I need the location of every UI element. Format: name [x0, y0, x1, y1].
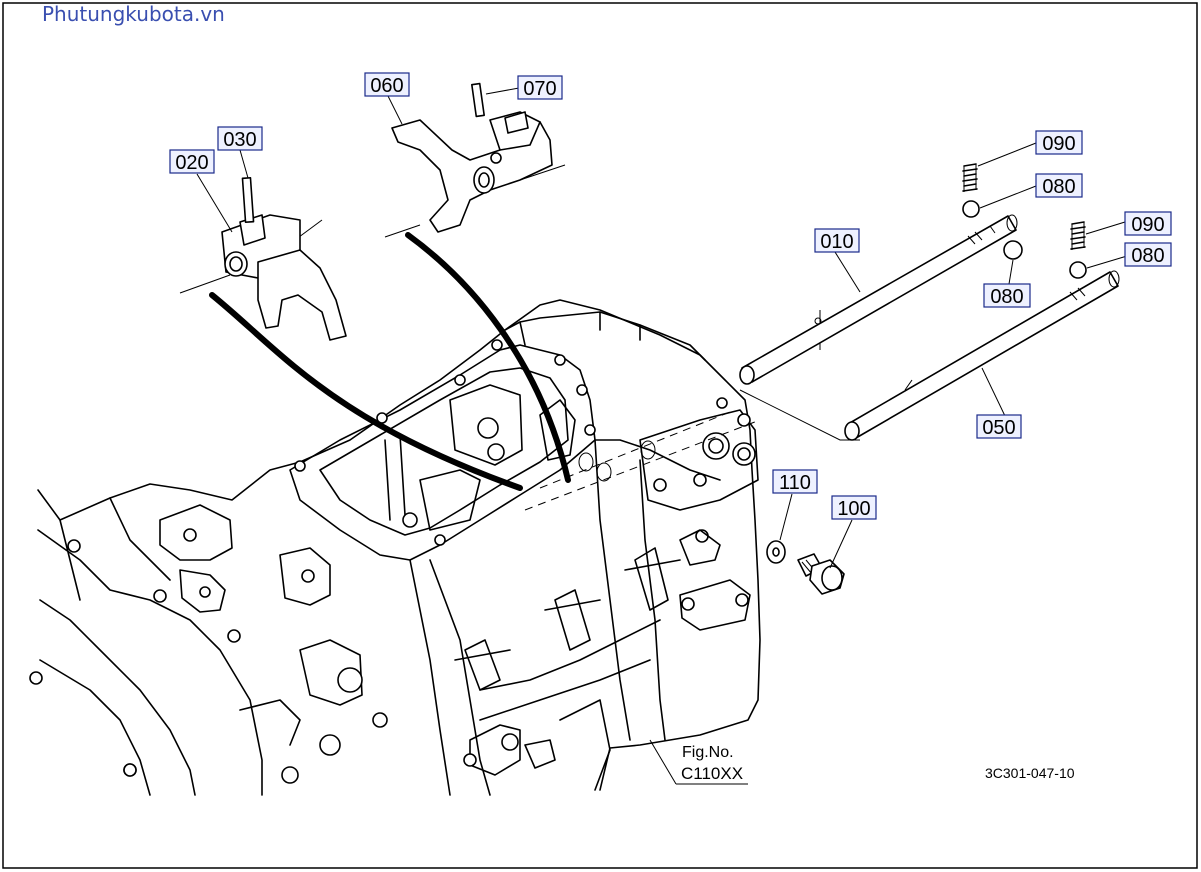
detent-springs-balls	[962, 163, 1087, 279]
callout-010: 010	[814, 228, 860, 253]
watermark: Phutungkubota.vn	[42, 2, 225, 26]
leader-lines	[196, 87, 1128, 785]
label-060: 060	[370, 75, 403, 97]
callout-110: 110	[772, 469, 818, 494]
callout-100: 100	[831, 495, 877, 520]
shift-rod-010	[739, 214, 1018, 385]
callout-050: 050	[976, 414, 1022, 439]
callout-090-b: 090	[1124, 211, 1172, 236]
shift-rod-050	[844, 270, 1120, 441]
callout-060: 060	[364, 72, 410, 97]
callout-080-c: 080	[1124, 242, 1172, 267]
drawing-code: 3C301-047-10	[985, 765, 1075, 781]
assembly-arrows	[209, 232, 571, 491]
callout-090-a: 090	[1035, 130, 1083, 155]
shift-fork-060	[391, 82, 553, 233]
plug-and-washer	[766, 540, 845, 595]
callout-020: 020	[169, 149, 215, 174]
label-080-a: 080	[1042, 176, 1075, 198]
shift-fork-020	[221, 176, 347, 341]
label-080-c: 080	[1131, 245, 1164, 267]
label-090-a: 090	[1042, 133, 1075, 155]
label-030: 030	[223, 129, 256, 151]
transmission-case	[29, 299, 761, 796]
label-070: 070	[523, 78, 556, 100]
callout-080-a: 080	[1035, 173, 1083, 198]
fig-label: Fig.No.	[682, 744, 734, 761]
label-050: 050	[982, 417, 1015, 439]
label-080-b: 080	[990, 286, 1023, 308]
label-090-b: 090	[1131, 214, 1164, 236]
label-110: 110	[779, 472, 811, 494]
fig-number: C110XX	[681, 764, 743, 783]
callout-080-b: 080	[983, 283, 1031, 308]
label-100: 100	[837, 498, 870, 520]
label-010: 010	[820, 231, 853, 253]
label-020: 020	[175, 152, 208, 174]
callout-030: 030	[217, 126, 263, 151]
callout-070: 070	[517, 75, 563, 100]
